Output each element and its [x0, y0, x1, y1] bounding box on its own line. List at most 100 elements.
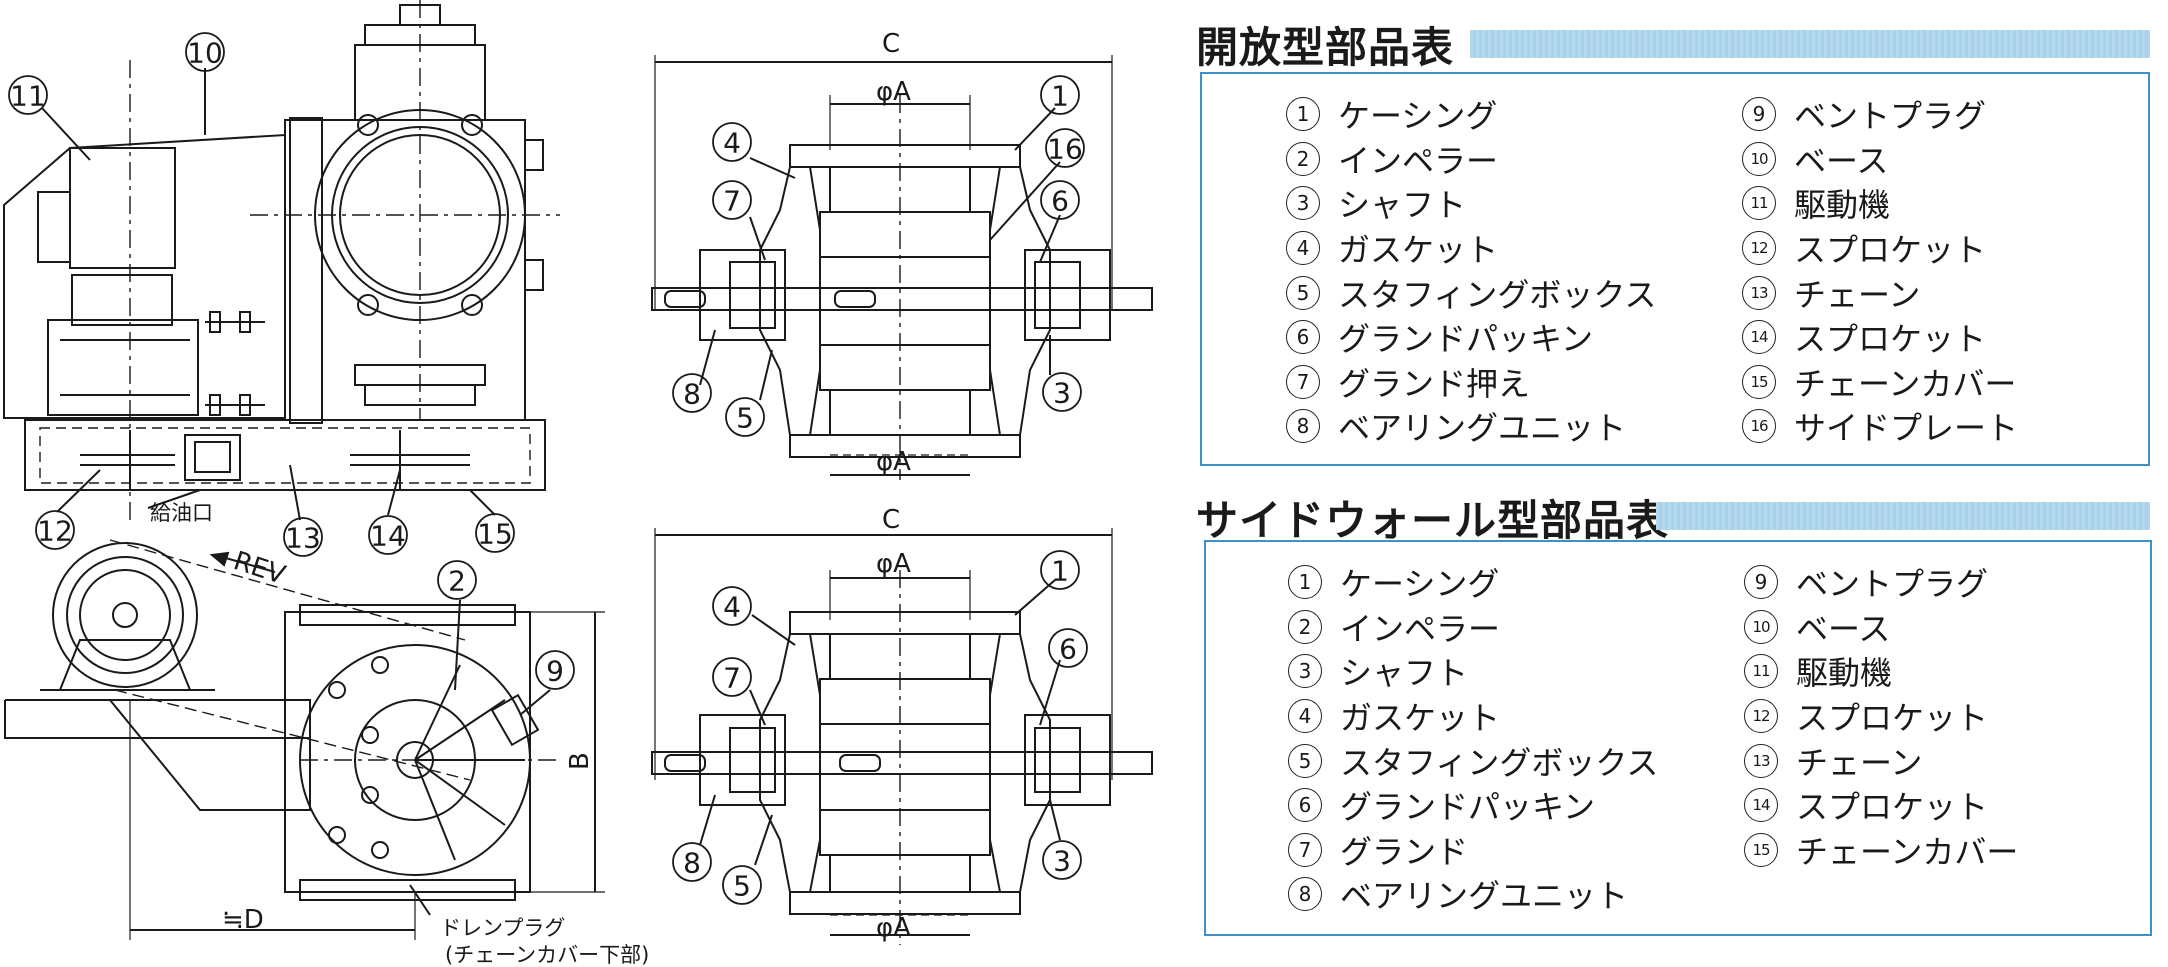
dim-phi-a-sidewall-bottom: φA — [876, 913, 911, 943]
item-number-badge: 3 — [1286, 186, 1320, 221]
item-name: スプロケット — [1796, 699, 1989, 738]
dim-c-sidewall: C — [882, 505, 900, 535]
callout-6-sidewall: 6 — [1059, 633, 1077, 666]
item-number-badge: 6 — [1288, 788, 1322, 823]
item-name: ケーシング — [1338, 97, 1498, 136]
item-name: ベース — [1796, 609, 1891, 648]
item-number-badge: 2 — [1286, 141, 1320, 176]
open-item-6: 6 グランドパッキン — [1286, 315, 1656, 360]
technical-drawing: 11 10 12 13 14 15 2 9 1 4 16 7 6 8 5 3 1… — [3, 0, 1153, 967]
section-view-open — [651, 55, 1153, 480]
item-number-badge: 12 — [1744, 699, 1778, 734]
item-number-badge: 4 — [1286, 231, 1320, 266]
callout-circles — [8, 32, 1088, 905]
item-name: ベアリングユニット — [1340, 877, 1629, 916]
item-number-badge: 14 — [1742, 320, 1776, 355]
callout-5-sidewall: 5 — [733, 870, 751, 903]
callout-2: 2 — [448, 565, 466, 598]
callout-12: 12 — [37, 515, 73, 548]
item-name: スプロケット — [1794, 320, 1987, 359]
callout-8-open: 8 — [683, 378, 701, 411]
callout-10: 10 — [187, 37, 223, 70]
callout-3-sidewall: 3 — [1053, 845, 1071, 878]
dim-phi-a-open-top: φA — [876, 77, 911, 107]
item-name: チェーンカバー — [1794, 364, 2017, 403]
open-item-8: 8 ベアリングユニット — [1286, 404, 1656, 449]
sidewall-item-8: 8 ベアリングユニット — [1288, 872, 1658, 917]
item-number-badge: 11 — [1744, 654, 1778, 689]
item-number-badge: 11 — [1742, 186, 1776, 221]
callout-16: 16 — [1047, 133, 1083, 166]
oil-inlet-label: 給油口 — [150, 501, 213, 525]
item-name: シャフト — [1340, 654, 1469, 693]
open-item-16: 16 サイドプレート — [1742, 404, 2018, 449]
side-view-drawing — [4, 539, 605, 940]
sidewall-item-2: 2 インペラー — [1288, 605, 1658, 650]
item-name: スタフィングボックス — [1340, 743, 1659, 782]
callout-5-open: 5 — [736, 402, 754, 435]
dim-b: B — [565, 752, 595, 770]
section-view-sidewall — [651, 528, 1153, 945]
item-number-badge: 7 — [1288, 832, 1322, 867]
item-number-badge: 9 — [1744, 565, 1778, 600]
callout-1-open: 1 — [1051, 80, 1069, 113]
callout-15: 15 — [477, 518, 513, 551]
item-number-badge: 10 — [1744, 609, 1778, 644]
callout-3-open: 3 — [1053, 377, 1071, 410]
item-name: インペラー — [1338, 141, 1499, 180]
sidewall-item-9: 9 ベントプラグ — [1744, 560, 2018, 605]
item-number-badge: 13 — [1744, 743, 1778, 778]
sidewall-item-10: 10 ベース — [1744, 605, 2018, 650]
open-item-10: 10 ベース — [1742, 137, 2018, 182]
item-number-badge: 4 — [1288, 699, 1322, 734]
item-name: チェーン — [1796, 743, 1923, 782]
item-name: ベントプラグ — [1796, 565, 1989, 604]
item-name: グランドパッキン — [1340, 788, 1596, 827]
item-name: チェーン — [1794, 275, 1921, 314]
item-number-badge: 1 — [1288, 565, 1322, 600]
item-name: スプロケット — [1796, 788, 1989, 827]
item-number-badge: 2 — [1288, 609, 1322, 644]
item-name: ベアリングユニット — [1338, 409, 1627, 448]
callout-4-open: 4 — [723, 127, 741, 160]
dim-phi-a-open-bottom: φA — [876, 447, 911, 477]
open-item-2: 2 インペラー — [1286, 137, 1656, 182]
callout-1-sidewall: 1 — [1051, 555, 1069, 588]
item-number-badge: 15 — [1742, 364, 1776, 399]
item-number-badge: 14 — [1744, 788, 1778, 823]
item-name: インペラー — [1340, 609, 1501, 648]
item-number-badge: 6 — [1286, 320, 1320, 355]
item-name: シャフト — [1338, 186, 1467, 225]
sidewall-item-7: 7 グランド — [1288, 828, 1658, 873]
item-number-badge: 8 — [1288, 877, 1322, 912]
open-item-14: 14 スプロケット — [1742, 315, 2018, 360]
callout-4-sidewall: 4 — [723, 591, 741, 624]
item-number-badge: 10 — [1742, 141, 1776, 176]
item-name: スタフィングボックス — [1338, 275, 1657, 314]
item-name: サイドプレート — [1794, 409, 2019, 448]
dim-c-open: C — [882, 29, 900, 59]
rev-arrow-label: REV — [230, 546, 289, 591]
item-number-badge: 16 — [1742, 409, 1776, 444]
callout-13: 13 — [285, 522, 321, 555]
drain-plug-note: (チェーンカバー下部) — [445, 943, 649, 967]
item-name: グランドパッキン — [1338, 320, 1594, 359]
item-number-badge: 8 — [1286, 409, 1320, 444]
sidewall-item-6: 6 グランドパッキン — [1288, 783, 1658, 828]
item-name: ベース — [1794, 141, 1889, 180]
item-name: グランド — [1340, 832, 1469, 871]
dim-phi-a-sidewall-top: φA — [876, 549, 911, 579]
